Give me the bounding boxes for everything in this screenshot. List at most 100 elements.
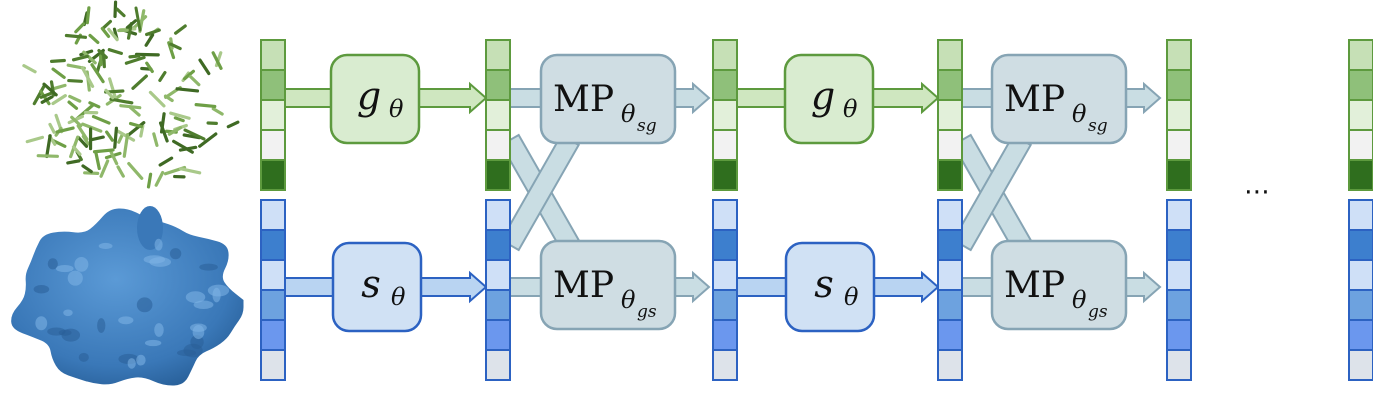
mp-sg-block-1-subscript: sg (637, 116, 657, 136)
blue-vector-4 (937, 199, 963, 381)
green-vector-cell (485, 129, 511, 161)
g-theta-block-2-subscript: θ (843, 95, 858, 123)
molecule-bond (169, 111, 191, 120)
green-vector-cell (1166, 39, 1192, 71)
molecule-bond (45, 134, 52, 159)
green-vector-cell (1166, 69, 1192, 101)
protein-bump (154, 238, 163, 251)
s-theta-block-1-label: s (361, 262, 381, 306)
molecule-bond (53, 83, 67, 90)
molecule-bond (39, 90, 56, 99)
molecule-bond (122, 133, 130, 158)
protein-bump (118, 316, 134, 325)
green-vector-cell (712, 39, 738, 71)
blue-vector-5 (1166, 199, 1192, 381)
molecule-bond (158, 70, 167, 83)
blue-vector-cell (1166, 229, 1192, 261)
molecule-bond (42, 82, 58, 97)
blue-vector-cell (260, 289, 286, 321)
molecule-bond (107, 27, 119, 42)
green-vector-cell (937, 69, 963, 101)
molecule-bond (32, 84, 46, 106)
protein-bump (136, 354, 146, 366)
blue-vector-cell (485, 289, 511, 321)
molecule-bond (183, 69, 195, 81)
green-vector-3 (712, 39, 738, 191)
green-vector-cell (937, 129, 963, 161)
mp-gs-block-2-label: MP (1004, 265, 1065, 306)
molecule-bond (127, 121, 146, 136)
molecule-bond (64, 33, 88, 39)
molecule-bond (40, 95, 54, 104)
molecule-bond (94, 150, 101, 171)
blue-vector-cell (485, 199, 511, 231)
mp-gs-block-2-theta: θ (1072, 286, 1087, 314)
molecule-bond (173, 116, 185, 123)
s-theta-block-2-subscript: θ (844, 283, 859, 311)
blue-vector-cell (1348, 259, 1373, 291)
ellipsis: ⋯ (1244, 177, 1270, 207)
blue-vector-cell (1166, 319, 1192, 351)
green-vector-cell (1166, 129, 1192, 161)
molecule-bond (163, 94, 174, 103)
molecule-bond (115, 129, 136, 142)
mp-sg-block-1-theta: θ (621, 100, 636, 128)
blue-vector-cell (260, 199, 286, 231)
green-vector-2 (485, 39, 511, 191)
molecule-bond (128, 121, 144, 129)
molecule-bond (105, 130, 114, 142)
molecule-bond (25, 135, 45, 144)
molecule-bond (152, 132, 159, 147)
molecule-bond (48, 122, 56, 134)
molecule-bond (198, 58, 211, 76)
protein-bump (78, 352, 89, 362)
molecule-bond (117, 133, 124, 144)
blue-vector-cell (1348, 349, 1373, 381)
protein-bump (136, 297, 153, 313)
molecule-bond (104, 88, 115, 100)
molecule-bond (145, 28, 161, 37)
mp-gs-block-2-subscript: gs (1088, 302, 1108, 322)
molecule-bond (169, 42, 182, 51)
protein-lobe (137, 206, 163, 250)
protein-bump (97, 318, 106, 333)
molecule-bond (51, 94, 67, 106)
green-vector-cell (712, 69, 738, 101)
molecule-bond (88, 33, 100, 45)
molecule-bond (128, 105, 141, 117)
blue-vector-cell (712, 199, 738, 231)
molecule-bond (70, 115, 83, 128)
molecule-bond (124, 55, 146, 65)
molecule-bond (92, 148, 115, 154)
blue-vector-cell (1348, 199, 1373, 231)
protein-bump (74, 256, 89, 272)
green-vector-cell (1348, 39, 1373, 71)
protein-bump (176, 349, 197, 357)
molecule-bond (198, 132, 218, 148)
molecule-bond (81, 164, 93, 174)
mp-gs-block-1-theta: θ (621, 286, 636, 314)
molecule-bond (109, 97, 134, 105)
molecule-bond (144, 33, 155, 47)
molecule-bond (76, 124, 89, 141)
molecule-bond (159, 112, 166, 134)
protein-bump (55, 264, 74, 273)
g-theta-block-1-box (329, 53, 421, 145)
molecule-bond (51, 67, 66, 79)
molecule-bond (131, 74, 148, 90)
s-theta-block-1-subscript: θ (391, 283, 406, 311)
blue-vector-cell (1166, 259, 1192, 291)
protein-bump (199, 263, 218, 271)
protein-bump (47, 258, 58, 270)
molecule-bond (55, 126, 75, 134)
mp-gs-block-1-subscript: gs (637, 302, 657, 322)
protein-bump (63, 309, 73, 317)
green-vector-cell (485, 39, 511, 71)
mp-sg-block-2-label: MP (1004, 79, 1065, 120)
